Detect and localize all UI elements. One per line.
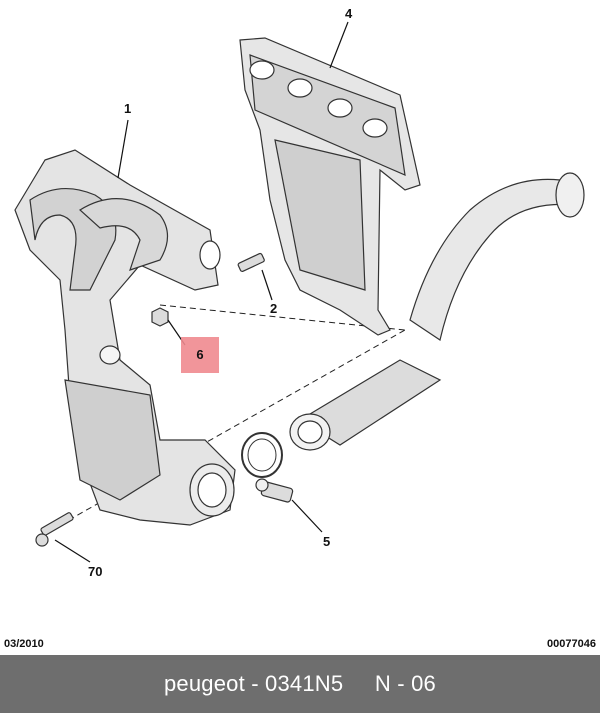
- highlight-box: [181, 337, 219, 373]
- callout-4: 4: [345, 6, 353, 21]
- stud: [237, 252, 265, 272]
- bottom-bar-text: peugeot - 0341N5 N - 06: [163, 671, 436, 696]
- leader-lines: [54, 21, 349, 563]
- footer-code: 00077046: [547, 638, 596, 650]
- oxygen-sensor: [255, 478, 294, 503]
- heat-shield: [239, 37, 421, 336]
- exhaust-pipe: [289, 172, 585, 451]
- footer-date: 03/2010: [4, 638, 44, 650]
- callout-5: 5: [323, 534, 330, 549]
- exhaust-manifold: [14, 149, 236, 526]
- callout-2: 2: [270, 301, 277, 316]
- callout-6: 6: [196, 347, 204, 362]
- clamp-ring: [241, 432, 283, 478]
- exhaust-diagram: 1 4 2 5 70: [14, 6, 585, 579]
- callout-70: 70: [88, 564, 102, 579]
- bottom-bar: peugeot - 0341N5 N - 06: [0, 655, 600, 713]
- callout-1: 1: [124, 101, 131, 116]
- bolt: [35, 512, 74, 547]
- nut: [151, 307, 169, 327]
